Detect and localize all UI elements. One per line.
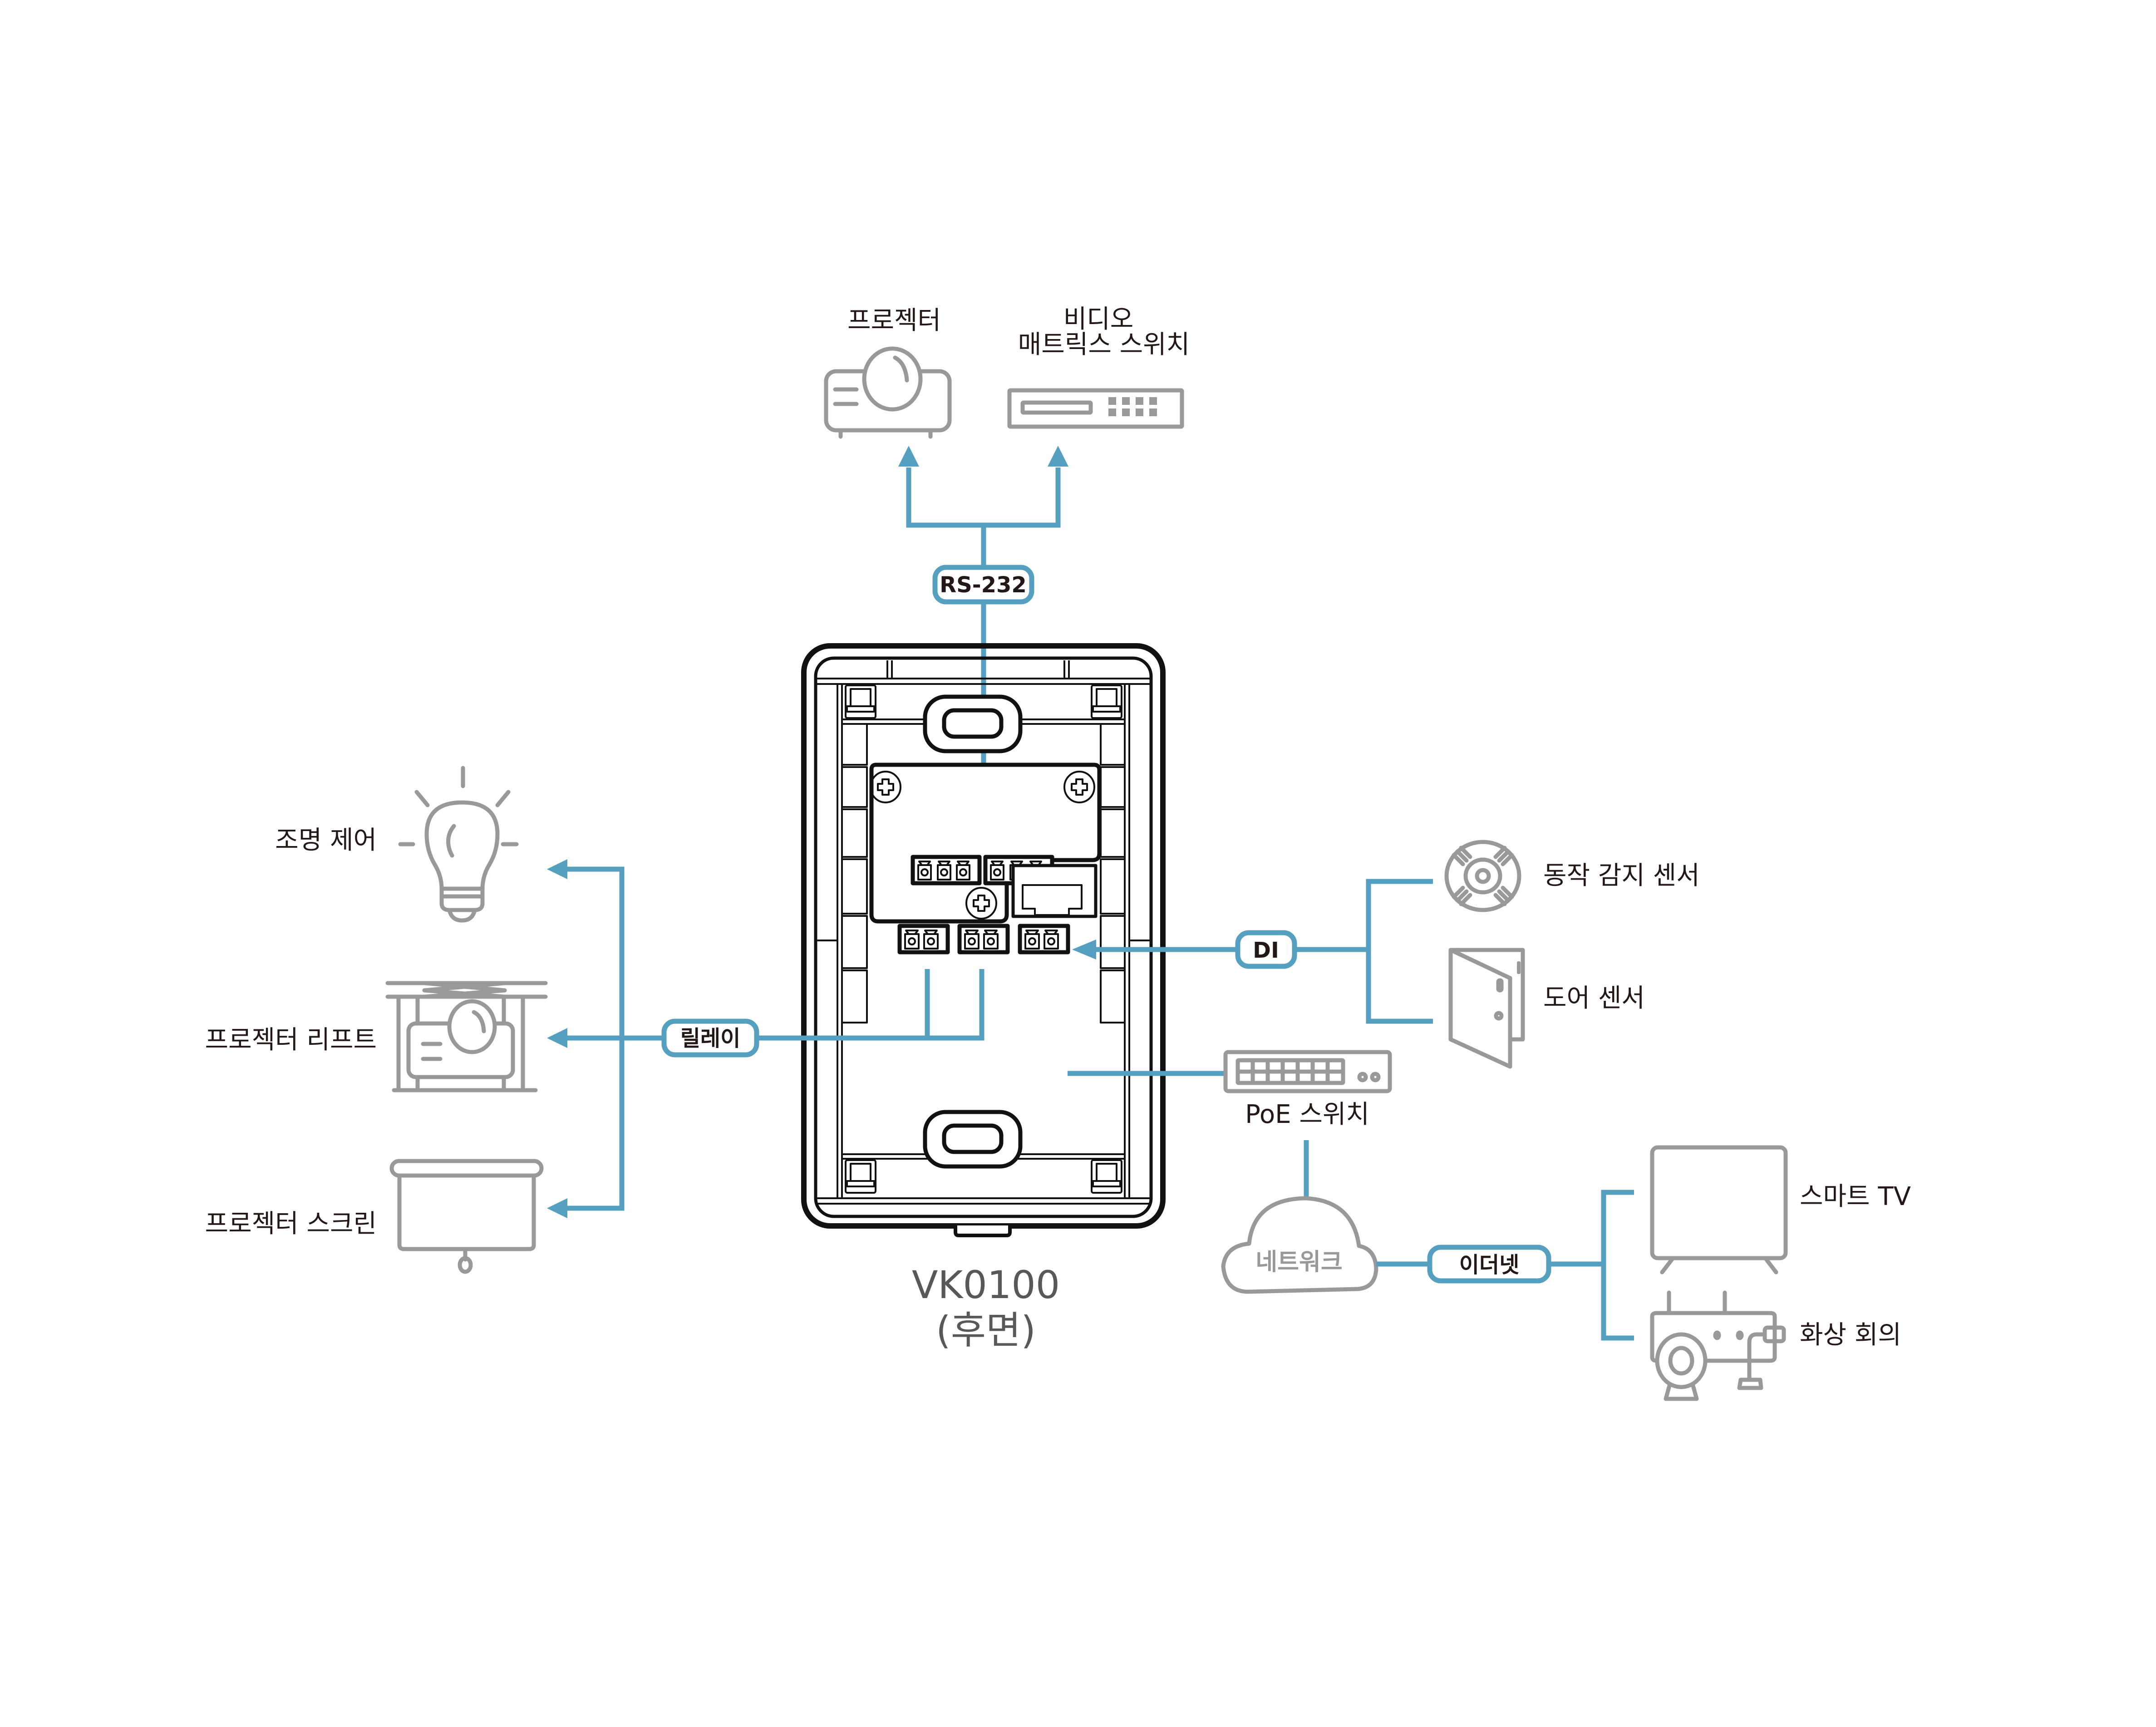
di-device-motion-sensor: 동작 감지 센서 xyxy=(1444,840,1700,912)
projector-label: 프로젝터 xyxy=(847,306,941,335)
arrow-left-screen xyxy=(547,1198,567,1218)
smart-tv-icon xyxy=(1650,1145,1788,1274)
cloud-icon xyxy=(1221,1196,1378,1294)
top-device-matrix-switch: 비디오 매트릭스 스위치 xyxy=(1007,305,1190,429)
door-sensor-label: 도어 센서 xyxy=(1543,984,1645,1013)
ethernet-label: 이더넷 xyxy=(1459,1252,1519,1278)
arrow-left-di xyxy=(1072,940,1096,959)
motion-sensor-label: 동작 감지 센서 xyxy=(1543,861,1700,891)
projector-screen-icon xyxy=(389,1159,544,1274)
arrow-up-matrix xyxy=(1048,446,1068,467)
relay-device-light: 조명 제어 xyxy=(275,766,519,923)
matrix-switch-label-line1: 비디오 xyxy=(1063,305,1134,334)
device-caption: VK0100 (후면) xyxy=(912,1263,1060,1353)
projector-lift-label: 프로젝터 리프트 xyxy=(205,1025,377,1055)
relay-terminal-block-2 xyxy=(957,924,1010,955)
relay-connection xyxy=(547,859,984,1218)
screw-top-left xyxy=(870,771,901,803)
screw-top-right xyxy=(1063,771,1095,803)
di-terminal-block xyxy=(1018,924,1070,955)
screw-bottom xyxy=(965,887,997,920)
arrow-up-projector xyxy=(898,446,919,467)
projector-screen-label: 프로젝터 스크린 xyxy=(205,1209,377,1239)
di-connection xyxy=(1072,879,1433,1024)
relay-device-projector-lift: 프로젝터 리프트 xyxy=(205,981,548,1092)
projector-icon xyxy=(824,346,952,439)
bottom-mounting-slot xyxy=(923,1110,1023,1169)
relay-terminal-block-1 xyxy=(897,924,950,955)
video-conference-icon xyxy=(1650,1290,1786,1401)
motion-sensor-icon xyxy=(1444,840,1521,912)
poe-switch-icon xyxy=(1223,1050,1392,1093)
ethernet-badge: 이더넷 xyxy=(1427,1245,1551,1284)
poe-switch-label: PoE 스위치 xyxy=(1245,1100,1369,1129)
rs232-badge: RS-232 xyxy=(932,565,1034,605)
ethernet-device-smart-tv: 스마트 TV xyxy=(1650,1145,1911,1274)
di-device-door-sensor: 도어 센서 xyxy=(1448,948,1645,1069)
light-bulb-icon xyxy=(398,766,519,923)
network-label: 네트워크 xyxy=(1255,1249,1342,1276)
ethernet-connection xyxy=(1376,1190,1634,1341)
rj45-port xyxy=(1011,864,1098,918)
network-cloud: 네트워크 xyxy=(1221,1196,1378,1294)
rs232-terminal-block-1 xyxy=(911,855,982,886)
vk0100-device-rear xyxy=(801,643,1166,1237)
poe-connection xyxy=(1068,1071,1309,1198)
light-control-label: 조명 제어 xyxy=(275,826,377,855)
projector-lift-icon xyxy=(385,981,548,1092)
matrix-switch-label-line2: 매트릭스 스위치 xyxy=(1018,330,1190,359)
poe-switch: PoE 스위치 xyxy=(1223,1050,1392,1129)
relay-device-projector-screen: 프로젝터 스크린 xyxy=(205,1159,544,1274)
relay-label: 릴레이 xyxy=(680,1026,740,1051)
matrix-switch-icon xyxy=(1007,388,1184,429)
rs232-label: RS-232 xyxy=(940,572,1027,598)
device-model: VK0100 xyxy=(912,1263,1060,1307)
arrow-left-light xyxy=(547,859,567,879)
di-label: DI xyxy=(1253,938,1279,963)
arrow-left-lift xyxy=(547,1028,567,1048)
top-mounting-slot xyxy=(923,694,1023,753)
di-badge: DI xyxy=(1235,930,1297,969)
video-conference-label: 화상 회의 xyxy=(1800,1320,1901,1350)
top-device-projector: 프로젝터 xyxy=(824,306,952,439)
device-view: (후면) xyxy=(936,1308,1036,1353)
smart-tv-label: 스마트 TV xyxy=(1800,1182,1911,1211)
ethernet-device-video-conference: 화상 회의 xyxy=(1650,1290,1901,1401)
relay-badge: 릴레이 xyxy=(661,1018,759,1058)
door-sensor-icon xyxy=(1448,948,1525,1069)
